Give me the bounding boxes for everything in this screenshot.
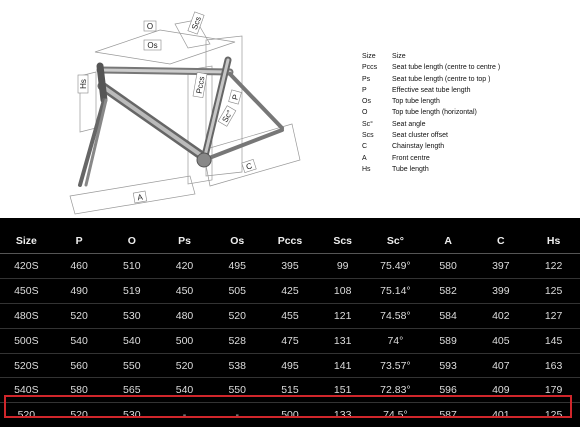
table-cell: 163	[527, 353, 580, 378]
legend-row: Sc°Seat angle	[362, 119, 500, 130]
table-cell: 480S	[0, 303, 53, 328]
table-cell: 425	[264, 278, 317, 303]
table-cell: 145	[527, 328, 580, 353]
column-header: C	[474, 229, 527, 254]
table-cell: 593	[422, 353, 475, 378]
table-cell: 580	[422, 254, 475, 279]
table-cell: 530	[105, 303, 158, 328]
table-cell: 74°	[369, 328, 422, 353]
table-cell: 582	[422, 278, 475, 303]
table-cell: 495	[264, 353, 317, 378]
table-cell: 519	[105, 278, 158, 303]
column-header: Os	[211, 229, 264, 254]
table-cell: 402	[474, 303, 527, 328]
table-cell: 108	[316, 278, 369, 303]
table-cell: 520	[53, 303, 106, 328]
column-header: Hs	[527, 229, 580, 254]
table-row: 520S 560 550 520 538 495 141 73.57° 593 …	[0, 353, 580, 378]
table-cell: 395	[264, 254, 317, 279]
table-cell: 520S	[0, 353, 53, 378]
table-cell: 538	[211, 353, 264, 378]
table-cell: 490	[53, 278, 106, 303]
column-header: Sc°	[369, 229, 422, 254]
table-cell: 399	[474, 278, 527, 303]
table-cell: 420	[158, 254, 211, 279]
dim-label-os: Os	[147, 41, 157, 50]
table-cell: 528	[211, 328, 264, 353]
table-cell: 550	[105, 353, 158, 378]
dim-label-o: O	[147, 22, 153, 31]
table-cell: 475	[264, 328, 317, 353]
column-header: Scs	[316, 229, 369, 254]
table-cell: 420S	[0, 254, 53, 279]
table-cell: 505	[211, 278, 264, 303]
table-cell: 520	[211, 303, 264, 328]
table-header-row: Size P O Ps Os Pccs Scs Sc° A C Hs	[0, 229, 580, 254]
table-cell: 560	[53, 353, 106, 378]
table-cell: 127	[527, 303, 580, 328]
table-cell: 480	[158, 303, 211, 328]
table-cell: 75.49°	[369, 254, 422, 279]
row-highlight-box	[4, 395, 572, 418]
table-cell: 540	[105, 328, 158, 353]
dim-label-hs: Hs	[79, 79, 88, 89]
table-cell: 405	[474, 328, 527, 353]
table-cell: 397	[474, 254, 527, 279]
table-cell: 74.58°	[369, 303, 422, 328]
column-header: Ps	[158, 229, 211, 254]
table-row: 480S 520 530 480 520 455 121 74.58° 584 …	[0, 303, 580, 328]
table-cell: 540	[53, 328, 106, 353]
column-header: O	[105, 229, 158, 254]
table-cell: 125	[527, 278, 580, 303]
column-header: Size	[0, 229, 53, 254]
table-cell: 460	[53, 254, 106, 279]
table-cell: 75.14°	[369, 278, 422, 303]
frame-geometry-diagram: O Os Scs Hs Pccs P Sc° A C	[0, 0, 360, 218]
table-cell: 141	[316, 353, 369, 378]
table-cell: 131	[316, 328, 369, 353]
table-cell: 121	[316, 303, 369, 328]
table-row: 420S 460 510 420 495 395 99 75.49° 580 3…	[0, 254, 580, 279]
table-cell: 510	[105, 254, 158, 279]
table-cell: 500	[158, 328, 211, 353]
column-header: P	[53, 229, 106, 254]
table-row: 450S 490 519 450 505 425 108 75.14° 582 …	[0, 278, 580, 303]
dim-label-pccs: Pccs	[195, 76, 207, 95]
column-header: A	[422, 229, 475, 254]
table-cell: 500S	[0, 328, 53, 353]
table-cell: 589	[422, 328, 475, 353]
table-cell: 455	[264, 303, 317, 328]
table-cell: 450	[158, 278, 211, 303]
table-cell: 407	[474, 353, 527, 378]
table-cell: 450S	[0, 278, 53, 303]
table-cell: 584	[422, 303, 475, 328]
table-cell: 73.57°	[369, 353, 422, 378]
column-header: Pccs	[264, 229, 317, 254]
table-cell: 122	[527, 254, 580, 279]
table-row: 500S 540 540 500 528 475 131 74° 589 405…	[0, 328, 580, 353]
table-cell: 520	[158, 353, 211, 378]
table-cell: 495	[211, 254, 264, 279]
table-cell: 99	[316, 254, 369, 279]
